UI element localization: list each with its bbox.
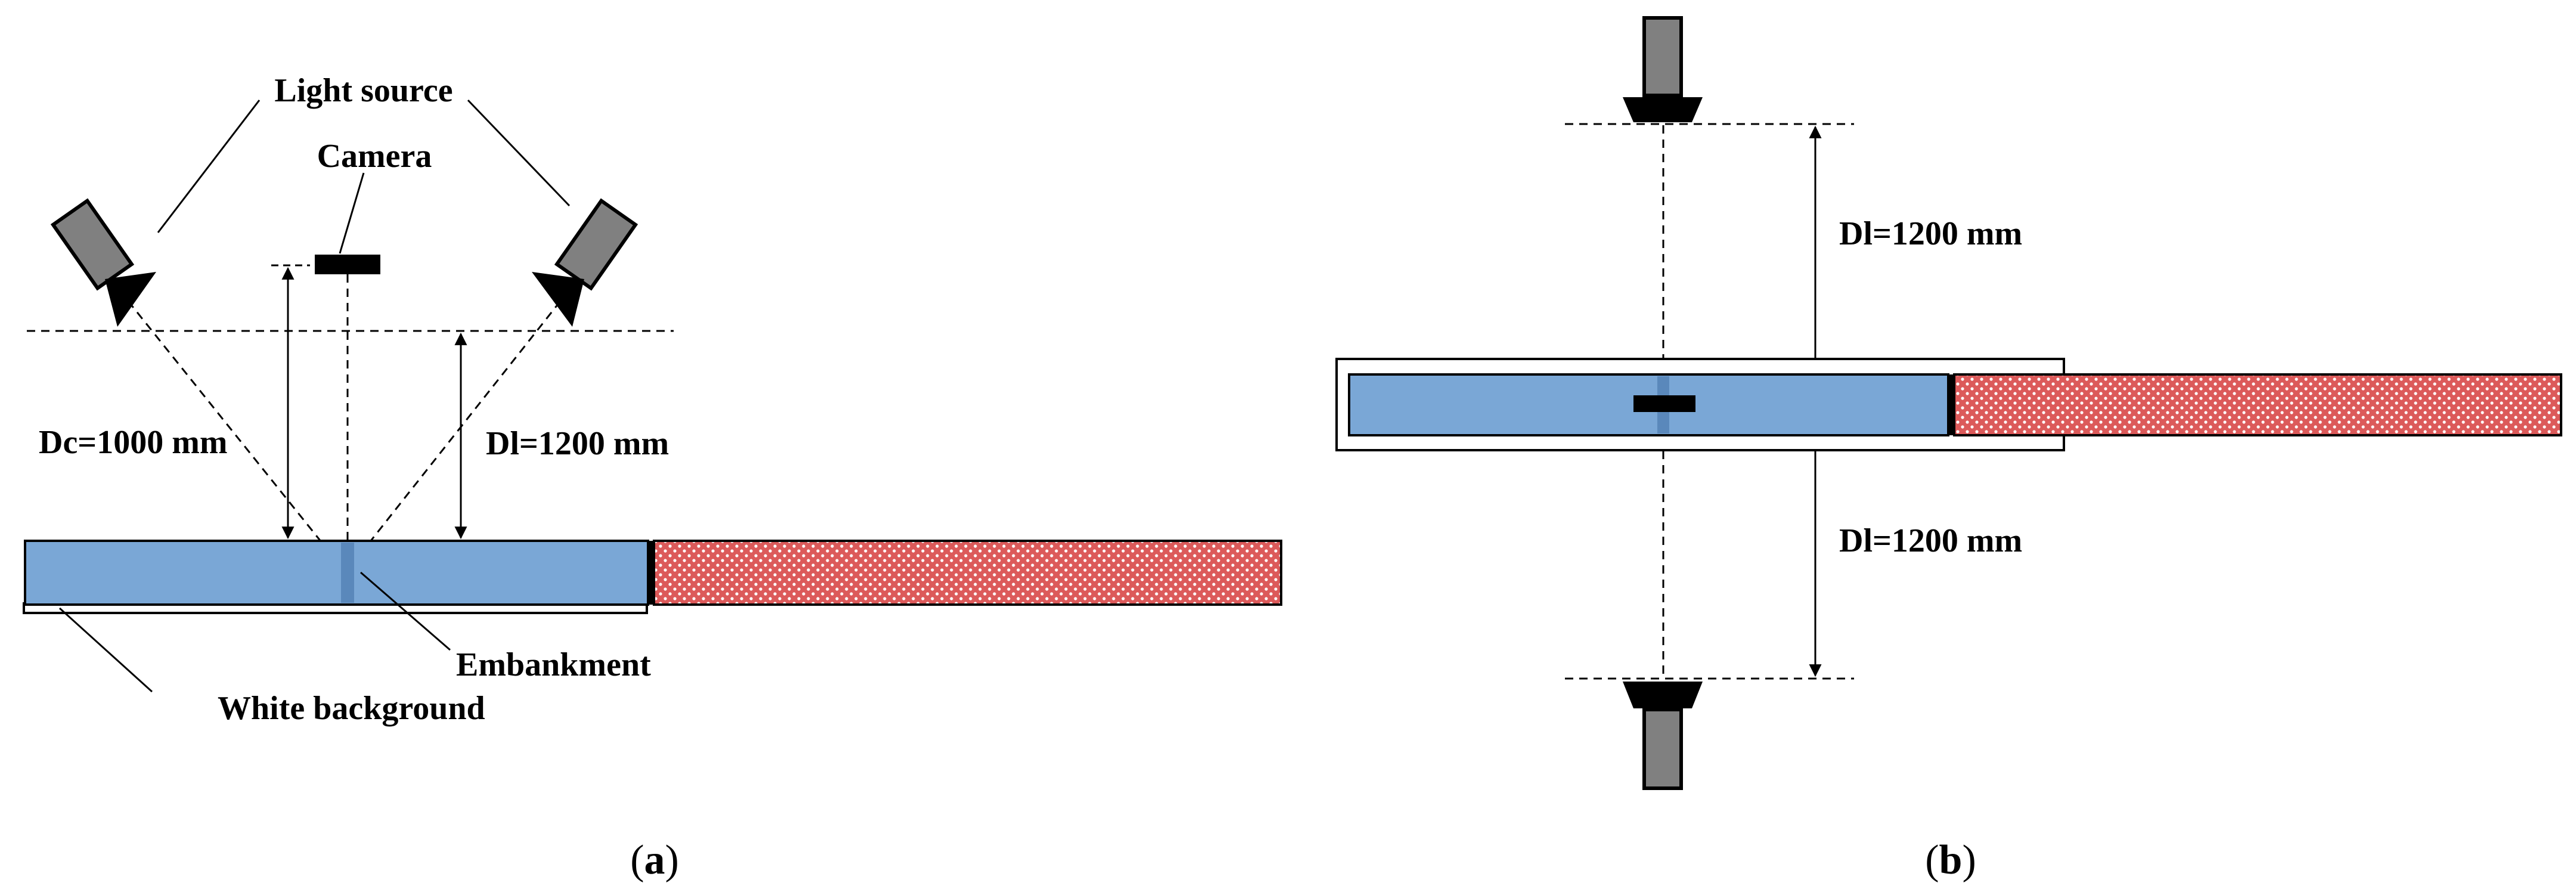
dc-label: Dc=1000 mm	[39, 424, 228, 461]
soil-strip-b	[1953, 373, 2562, 436]
dl-label: Dl=1200 mm	[486, 425, 669, 462]
caption-b: (b)	[1925, 837, 1976, 883]
embankment-edge	[647, 541, 654, 605]
light-source-right	[532, 198, 638, 327]
light-source-label: Light source	[274, 72, 452, 109]
light-source-leader-right	[467, 99, 571, 207]
light-source-bottom	[1623, 682, 1703, 790]
panel-b: Dl=1200 mm Dl=1200 mm (b)	[1335, 16, 2562, 883]
embankment-edge-b	[1947, 374, 1954, 435]
light-source-top	[1623, 16, 1703, 122]
soil-strip	[653, 540, 1282, 606]
light-ray-right	[345, 301, 562, 573]
camera-label: Camera	[317, 138, 432, 175]
embankment-body	[24, 540, 649, 606]
camera-leader	[339, 172, 365, 254]
white-background-leader	[58, 607, 153, 693]
light-ray-left	[127, 301, 347, 573]
caption-a: (a)	[630, 837, 679, 883]
camera-target-band	[341, 543, 354, 603]
dl-top-label: Dl=1200 mm	[1839, 215, 2022, 252]
embankment-leader	[360, 571, 451, 651]
dl-bottom-label: Dl=1200 mm	[1839, 522, 2022, 559]
light-source-left	[50, 198, 156, 327]
panel-a: Light source Camera Dc=1000 mm Dl=1200 m…	[23, 72, 1282, 883]
white-background-label: White background	[218, 690, 485, 727]
camera-icon	[315, 255, 380, 274]
embankment-label: Embankment	[456, 646, 651, 683]
camera-icon-b	[1633, 395, 1695, 412]
light-source-leader-left	[157, 100, 261, 233]
